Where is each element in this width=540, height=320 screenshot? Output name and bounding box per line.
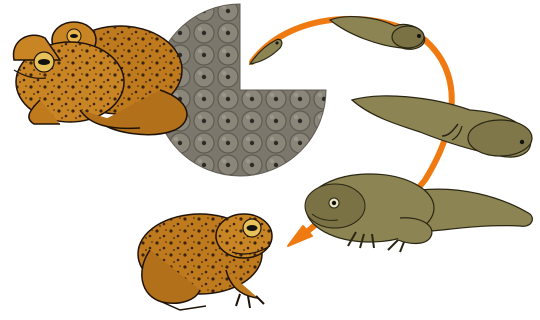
tadpole-icon [330, 17, 425, 50]
froglet-icon [305, 174, 532, 252]
toad-icon [138, 214, 272, 310]
mating-toads-icon [13, 22, 187, 135]
